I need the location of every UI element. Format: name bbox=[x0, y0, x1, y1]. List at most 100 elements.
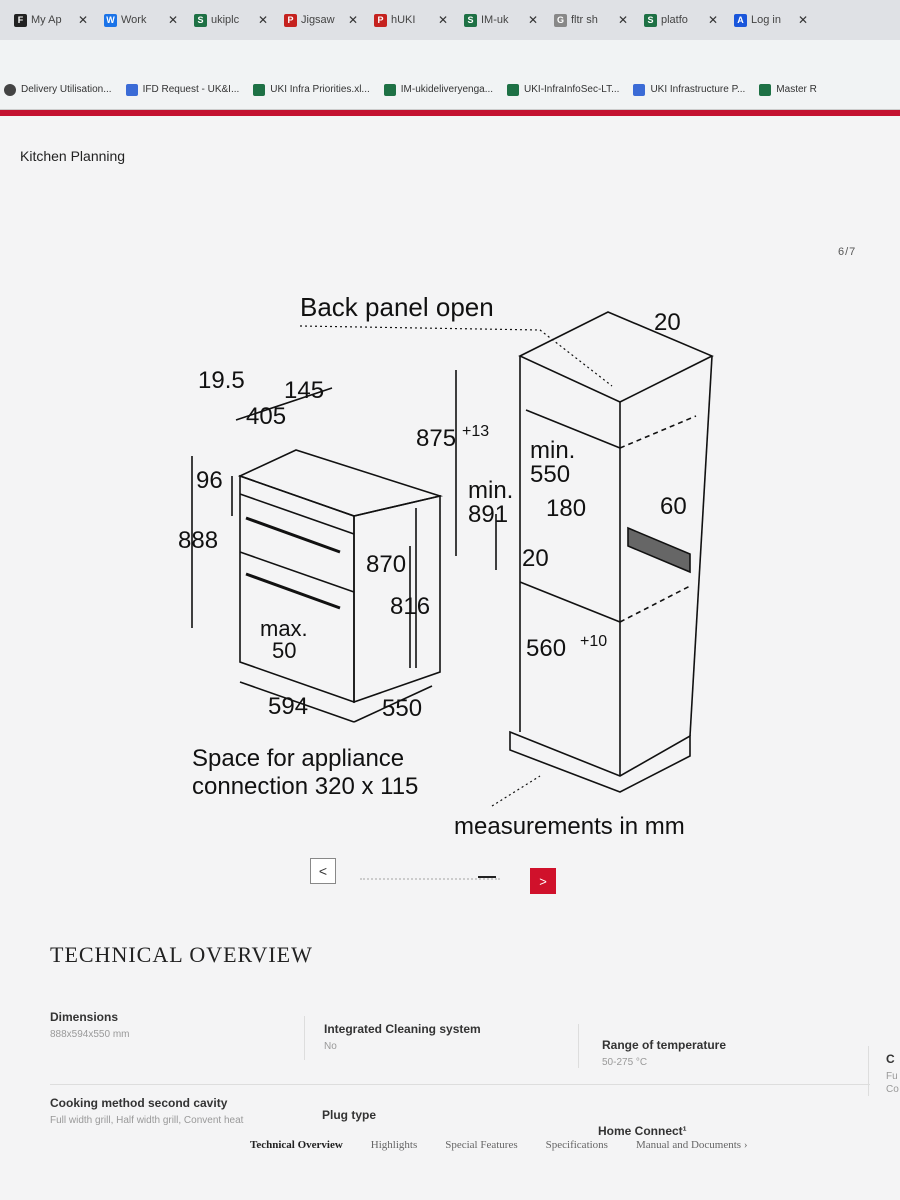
bookmark-item[interactable]: IM-ukideliveryenga... bbox=[383, 83, 493, 96]
tab-favicon-icon: S bbox=[464, 13, 477, 27]
spec-label: Range of temperature bbox=[602, 1038, 727, 1052]
subnav-highlights[interactable]: Highlights bbox=[370, 1139, 418, 1151]
close-tab-icon[interactable]: ✕ bbox=[707, 13, 718, 27]
subnav-special-features[interactable]: Special Features bbox=[445, 1139, 518, 1151]
close-tab-icon[interactable]: ✕ bbox=[617, 13, 628, 27]
close-tab-icon[interactable]: ✕ bbox=[347, 13, 358, 27]
dimension-line bbox=[235, 387, 333, 421]
dimension-line bbox=[239, 681, 355, 723]
dimension-label: 20 bbox=[522, 545, 549, 572]
bookmark-favicon-icon bbox=[253, 83, 266, 96]
dimension-label: 594 bbox=[268, 693, 308, 720]
bookmark-favicon-icon bbox=[383, 83, 396, 96]
subnav-specifications[interactable]: Specifications bbox=[545, 1139, 608, 1151]
browser-address-area bbox=[0, 40, 900, 70]
spec-item: Home Connect¹ bbox=[598, 1124, 798, 1138]
bookmark-item[interactable]: UKI Infra Priorities.xl... bbox=[253, 83, 370, 96]
dimension-label: 550 bbox=[530, 461, 570, 488]
dimension-label: 19.5 bbox=[198, 367, 245, 394]
spec-label: Plug type bbox=[322, 1108, 377, 1122]
close-tab-icon[interactable]: ✕ bbox=[527, 13, 538, 27]
tab-favicon-icon: W bbox=[104, 13, 117, 27]
bookmark-favicon-icon bbox=[633, 83, 646, 96]
back-panel-label: Back panel open bbox=[300, 292, 494, 322]
dimension-label: 145 bbox=[284, 377, 324, 404]
dimension-label: 50 bbox=[272, 638, 296, 663]
carousel-prev-button[interactable]: < bbox=[310, 858, 336, 884]
bookmark-label: UKI-InfraInfoSec-LT... bbox=[524, 84, 620, 95]
dimension-label: 560 bbox=[526, 635, 566, 662]
browser-tab[interactable]: F My Ap ✕ bbox=[8, 6, 94, 34]
tab-label: My Ap bbox=[31, 14, 62, 26]
bookmark-item[interactable]: Master R bbox=[759, 83, 817, 96]
spec-value: 50-275 °C bbox=[602, 1057, 648, 1068]
tab-favicon-icon: S bbox=[194, 13, 207, 27]
dimension-label: 20 bbox=[654, 309, 681, 336]
subnav-manual-label: Manual and Documents bbox=[635, 1139, 742, 1151]
spec-item: C Fu Co bbox=[886, 1052, 900, 1096]
spec-value: Fu Co bbox=[886, 1071, 899, 1095]
chevron-left-icon: < bbox=[318, 863, 328, 879]
tab-label: hUKI bbox=[391, 14, 416, 26]
subnav-manual-and-documents[interactable]: Manual and Documents › bbox=[636, 1139, 748, 1151]
dimension-label: 875 bbox=[416, 425, 456, 452]
close-tab-icon[interactable]: ✕ bbox=[257, 13, 268, 27]
tab-label: Work bbox=[121, 14, 147, 26]
spec-divider bbox=[304, 1016, 305, 1060]
dimension-label: 550 bbox=[382, 695, 422, 722]
spec-item: Cooking method second cavity Full width … bbox=[50, 1096, 270, 1127]
close-tab-icon[interactable]: ✕ bbox=[437, 13, 448, 27]
oven-door-divider bbox=[239, 551, 355, 593]
tab-favicon-icon: P bbox=[374, 13, 387, 27]
dimension-label: max. bbox=[260, 616, 308, 641]
cabinet-plinth bbox=[509, 730, 691, 793]
space-label-line1: Space for appliance bbox=[192, 745, 404, 772]
close-tab-icon[interactable]: ✕ bbox=[797, 13, 808, 27]
carousel-next-button[interactable]: > bbox=[530, 868, 556, 894]
oven-panel-line bbox=[239, 493, 355, 535]
bookmark-item[interactable]: IFD Request - UK&I... bbox=[125, 83, 239, 96]
bookmarks-bar: Delivery Utilisation... IFD Request - UK… bbox=[0, 70, 900, 110]
subnav-technical-overview[interactable]: Technical Overview bbox=[250, 1139, 343, 1151]
tab-favicon-icon: S bbox=[644, 13, 657, 27]
tab-favicon-icon: P bbox=[284, 13, 297, 27]
dimension-label: 96 bbox=[196, 467, 223, 494]
cabinet-hidden-line bbox=[619, 585, 691, 623]
browser-tab[interactable]: W Work ✕ bbox=[98, 6, 184, 34]
tab-favicon-icon: F bbox=[14, 13, 27, 27]
dimension-label: 405 bbox=[246, 403, 286, 430]
bookmark-item[interactable]: UKI Infrastructure P... bbox=[633, 83, 745, 96]
spec-label: Dimensions bbox=[50, 1010, 119, 1024]
bookmark-item[interactable]: Delivery Utilisation... bbox=[4, 83, 112, 96]
tab-label: Jigsaw bbox=[301, 14, 335, 26]
dimension-label: 180 bbox=[546, 495, 586, 522]
spec-row-divider bbox=[50, 1084, 870, 1085]
tab-favicon-icon: G bbox=[554, 13, 567, 27]
brand-accent-line bbox=[0, 110, 900, 116]
bookmark-item[interactable]: UKI-InfraInfoSec-LT... bbox=[507, 83, 620, 96]
spec-item: Integrated Cleaning system No bbox=[324, 1022, 564, 1053]
dimension-superscript: +10 bbox=[580, 633, 607, 650]
browser-tab[interactable]: P Jigsaw ✕ bbox=[278, 6, 364, 34]
bookmark-label: Master R bbox=[776, 84, 817, 95]
cabinet-shelf-upper bbox=[525, 409, 621, 449]
cabinet-top bbox=[518, 311, 714, 403]
spec-value: Full width grill, Half width grill, Conv… bbox=[50, 1115, 244, 1126]
close-tab-icon[interactable]: ✕ bbox=[77, 13, 88, 27]
close-tab-icon[interactable]: ✕ bbox=[167, 13, 178, 27]
tab-label: fltr sh bbox=[571, 14, 598, 26]
spec-item: Plug type bbox=[322, 1108, 522, 1122]
spec-value: No bbox=[324, 1041, 337, 1052]
dimension-superscript: +13 bbox=[462, 423, 489, 440]
dimension-label: 870 bbox=[366, 551, 406, 578]
oven-side bbox=[353, 494, 441, 704]
bookmark-favicon-icon bbox=[4, 83, 16, 96]
tab-favicon-icon: A bbox=[734, 13, 747, 27]
carousel-progress-indicator bbox=[478, 876, 496, 878]
